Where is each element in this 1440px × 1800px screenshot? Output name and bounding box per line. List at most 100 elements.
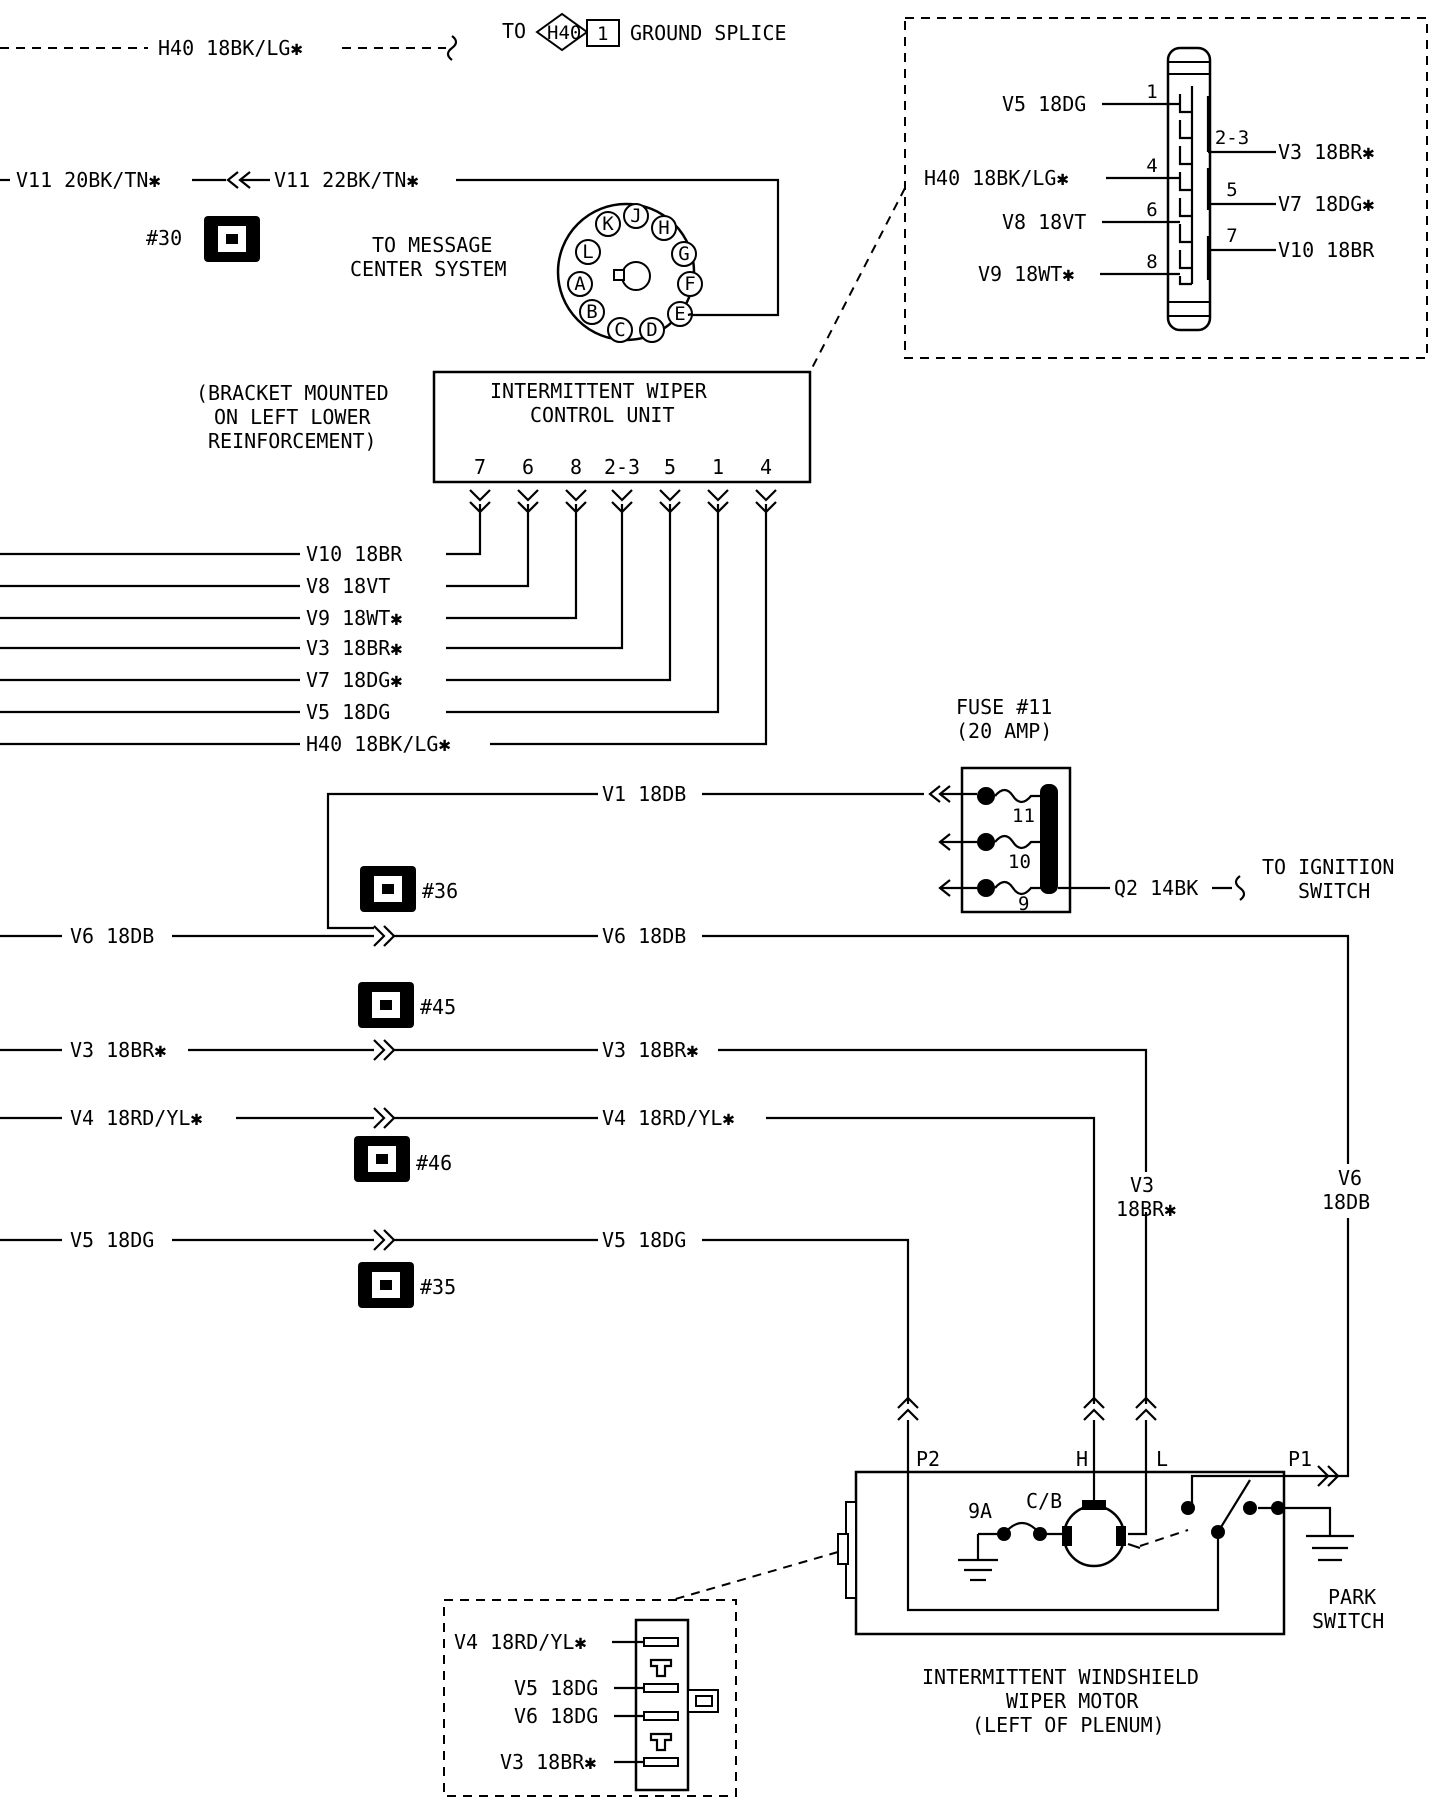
motor-title3: (LEFT OF PLENUM) — [972, 1713, 1165, 1737]
motor-cb-label: C/B — [1026, 1489, 1062, 1513]
message-center-pin — [651, 215, 677, 241]
detail-left-label: V5 18DG — [1002, 92, 1086, 116]
v11-right-label: V11 22BK/TN✱ — [274, 168, 419, 192]
v6-vertical-label1: V6 — [1338, 1166, 1362, 1190]
h40-ground-wire: H40 18BK/LG✱ TO H40 1 GROUND SPLICE — [0, 12, 787, 61]
q2-wire-label: Q2 14BK — [1114, 876, 1198, 900]
control-unit-wire-label: V7 18DG✱ — [306, 668, 402, 692]
control-unit-wire-label: V8 18VT — [306, 574, 390, 598]
splice-pin: 1 — [597, 23, 608, 45]
bracket-line1: (BRACKET MOUNTED — [196, 381, 389, 405]
detail-left-pin: 6 — [1146, 199, 1157, 221]
plus-terminal-icon — [649, 1732, 673, 1752]
control-unit-pin: 2-3 — [604, 455, 640, 479]
detail-left-label: H40 18BK/LG✱ — [924, 166, 1069, 190]
message-center-line2: CENTER SYSTEM — [350, 257, 507, 281]
connector-ref-46: #46 — [416, 1151, 452, 1175]
message-center-pin-label: K — [602, 213, 614, 235]
detail-right-label: V3 18BR✱ — [1278, 140, 1374, 164]
fuse-pin-10: 10 — [1008, 851, 1031, 873]
fuse-terminals — [938, 787, 1041, 897]
control-unit-pin: 8 — [570, 455, 582, 479]
v5-left-label: V5 18DG — [70, 1228, 154, 1252]
detail-left-label: V9 18WT✱ — [978, 262, 1074, 286]
message-center-section: V11 20BK/TN✱ V11 22BK/TN✱ #30 TO MESSAGE… — [0, 168, 780, 343]
connector-ref-35: #35 — [420, 1275, 456, 1299]
lower-harness: V6 18DB V6 18DB V6 18DB #36 #45 V3 18BR✱… — [0, 866, 1370, 1487]
message-center-pin — [623, 203, 649, 229]
h40-wire-label: H40 18BK/LG✱ — [158, 36, 303, 60]
v3-vertical-label1: V3 — [1130, 1173, 1154, 1197]
message-center-pin — [579, 299, 605, 325]
v4-right-label: V4 18RD/YL✱ — [602, 1106, 734, 1130]
message-center-pin-label: E — [674, 303, 685, 325]
v5-right-label: V5 18DG — [602, 1228, 686, 1252]
detail-connector-body — [1166, 46, 1212, 332]
v3-vertical-label2: 18BR✱ — [1116, 1197, 1176, 1221]
message-center-pin-label: G — [678, 243, 689, 265]
detail-right-pin: 5 — [1226, 179, 1237, 201]
message-center-pin — [671, 241, 697, 267]
motor-pin-h: H — [1076, 1447, 1088, 1471]
v3-right-label: V3 18BR✱ — [602, 1038, 698, 1062]
motor-pin-l: L — [1156, 1447, 1168, 1471]
control-unit-wire-label: V3 18BR✱ — [306, 636, 402, 660]
message-center-pin-label: J — [630, 205, 641, 227]
detail-left-pin: 8 — [1146, 251, 1157, 273]
detail-left-pin: 4 — [1146, 155, 1157, 177]
control-unit-title2: CONTROL UNIT — [530, 403, 675, 427]
park-switch-line2: SWITCH — [1312, 1609, 1384, 1633]
connector-46-icon — [354, 1136, 410, 1182]
message-center-pin-label: L — [582, 241, 593, 263]
motor-title2: WIPER MOTOR — [1006, 1689, 1139, 1713]
message-center-pin-label: D — [646, 319, 657, 341]
fuse-title2: (20 AMP) — [956, 719, 1052, 743]
fuse-11-section: FUSE #11 (20 AMP) 11 10 9 V1 18DB Q2 14B… — [326, 695, 1394, 930]
message-center-pin-label: C — [614, 319, 625, 341]
message-center-pin-label: A — [574, 273, 586, 295]
park-switch-ground-icon — [1306, 1534, 1354, 1562]
connector-45-icon — [358, 982, 414, 1028]
connector-36-icon — [360, 866, 416, 912]
bracket-line2: ON LEFT LOWER — [214, 405, 371, 429]
park-switch-line1: PARK — [1328, 1585, 1376, 1609]
connector-30-icon — [204, 216, 260, 262]
motor-pin-p2: P2 — [916, 1447, 940, 1471]
ground-splice-label: GROUND SPLICE — [630, 21, 787, 45]
motor-connector-label: V5 18DG — [514, 1676, 598, 1700]
control-unit-pin: 7 — [474, 455, 486, 479]
v1-wire-label: V1 18DB — [602, 782, 686, 806]
control-unit-wire-label: V9 18WT✱ — [306, 606, 402, 630]
control-unit: (BRACKET MOUNTED ON LEFT LOWER REINFORCE… — [0, 370, 812, 756]
message-center-pin-label: B — [586, 301, 597, 323]
message-center-pin-label: H — [658, 217, 669, 239]
detail-left-label: V8 18VT — [1002, 210, 1086, 234]
control-unit-wire-label: V5 18DG — [306, 700, 390, 724]
connector-ref-45: #45 — [420, 995, 456, 1019]
v6-left-label: V6 18DB — [70, 924, 154, 948]
control-unit-pin: 6 — [522, 455, 534, 479]
detail-right-label: V7 18DG✱ — [1278, 192, 1374, 216]
v6-right-label: V6 18DB — [602, 924, 686, 948]
v11-left-label: V11 20BK/TN✱ — [16, 168, 161, 192]
detail-right-pin: 2-3 — [1215, 127, 1249, 149]
control-unit-pin: 4 — [760, 455, 772, 479]
connector-35-icon — [358, 1262, 414, 1308]
message-center-pin — [575, 239, 601, 265]
message-center-pin — [677, 271, 703, 297]
fuse-pin-9: 9 — [1018, 893, 1029, 915]
control-unit-pin: 5 — [664, 455, 676, 479]
message-center-pin — [595, 211, 621, 237]
message-center-pin-label: F — [684, 273, 695, 295]
message-center-pin — [639, 317, 665, 343]
message-center-pin — [607, 317, 633, 343]
control-unit-box — [432, 370, 812, 484]
motor-ground-icon — [958, 1558, 998, 1582]
fuse-bus-bar — [1040, 784, 1058, 894]
message-center-pin — [567, 271, 593, 297]
control-unit-pin: 1 — [712, 455, 724, 479]
fuse-pin-11: 11 — [1012, 805, 1035, 827]
v3-left-label: V3 18BR✱ — [70, 1038, 166, 1062]
